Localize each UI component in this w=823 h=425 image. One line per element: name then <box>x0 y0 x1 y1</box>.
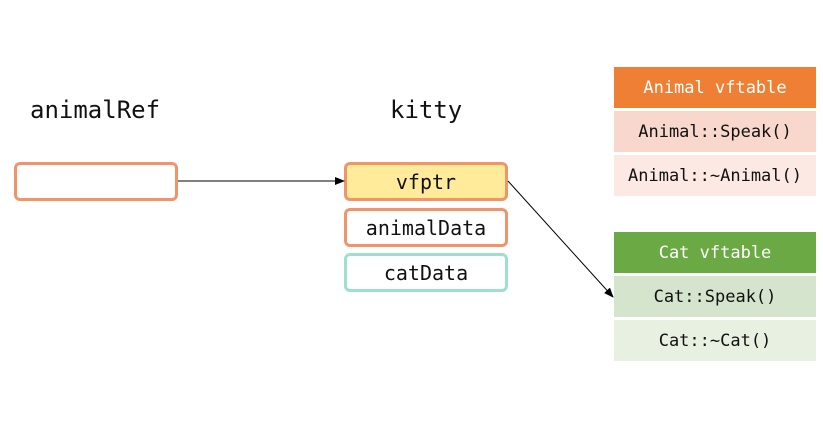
animal-vftable-entry: Animal::Speak() <box>614 111 816 152</box>
cat-vftable-title: Cat vftable <box>614 232 816 273</box>
catdata-field: catData <box>344 253 508 292</box>
animalref-box <box>14 162 178 201</box>
kitty-label: kitty <box>390 96 463 124</box>
cat-vftable-entry: Cat::~Cat() <box>614 320 816 361</box>
cat-vftable-entry: Cat::Speak() <box>614 276 816 317</box>
vfptr-to-cat-vftable-arrow <box>507 180 614 298</box>
vfptr-field: vfptr <box>344 162 508 201</box>
cat-vftable: Cat vftable Cat::Speak() Cat::~Cat() <box>614 232 816 361</box>
animaldata-field: animalData <box>344 208 508 247</box>
animal-vftable-entry: Animal::~Animal() <box>614 155 816 196</box>
animal-vftable: Animal vftable Animal::Speak() Animal::~… <box>614 67 816 196</box>
animal-vftable-title: Animal vftable <box>614 67 816 108</box>
animalref-label: animalRef <box>30 96 161 124</box>
